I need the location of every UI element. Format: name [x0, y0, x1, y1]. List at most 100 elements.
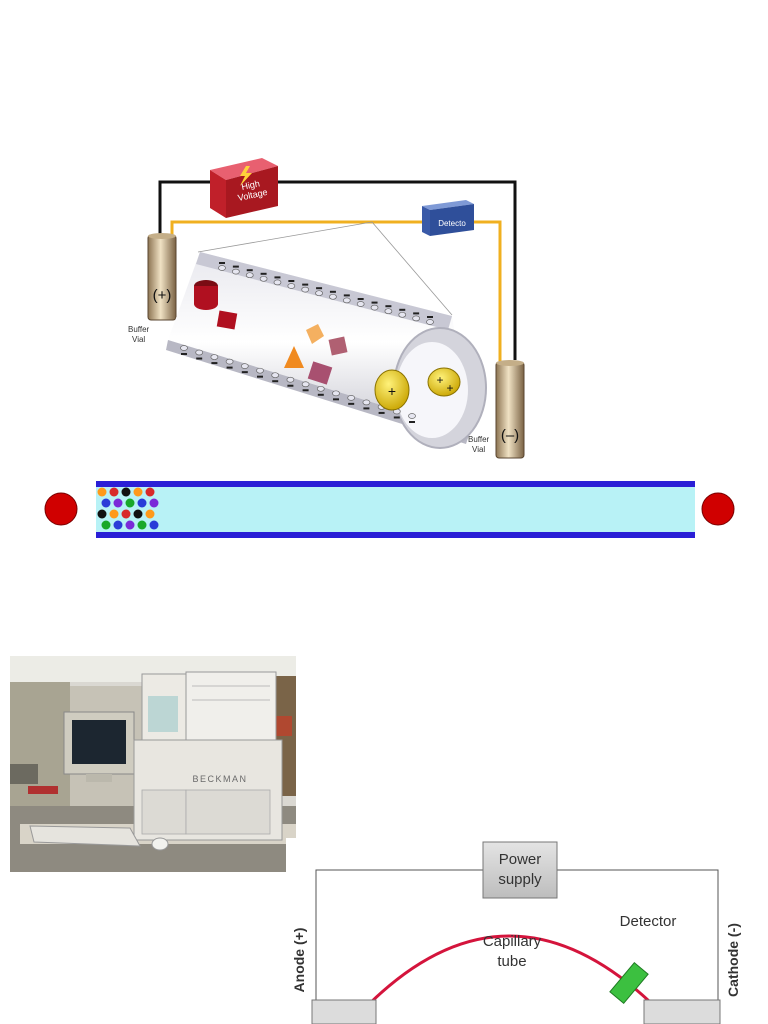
sample-molecule	[149, 520, 159, 530]
sample-molecule	[109, 509, 119, 519]
lightning-icon	[240, 166, 252, 186]
keyboard	[29, 825, 141, 847]
wall-charge	[384, 308, 393, 315]
anode-vial-sign: (+)	[153, 287, 172, 304]
sample-molecule	[97, 509, 107, 519]
sample-molecule	[121, 509, 131, 519]
wall-charge	[240, 363, 249, 369]
svg-text:+: +	[436, 373, 443, 387]
wall-negative-site	[181, 353, 187, 355]
svg-text:+: +	[388, 383, 396, 399]
sample-molecule	[109, 487, 119, 497]
cathode-electrode	[701, 492, 735, 526]
sample-molecule	[137, 498, 147, 508]
wall-charge	[356, 301, 365, 307]
wall-charge	[370, 304, 379, 311]
wall-negative-site	[357, 298, 364, 300]
wall-charge	[286, 376, 295, 383]
wall-charge	[316, 385, 325, 392]
instrument-photo: BECKMAN	[10, 656, 296, 872]
wall-charge	[245, 272, 254, 279]
wall-charge	[301, 286, 310, 293]
wall-charge	[195, 349, 204, 356]
anode-electrode	[44, 492, 78, 526]
wall-negative-site	[317, 393, 324, 396]
wall-charge	[412, 315, 420, 322]
sample-plug	[97, 487, 159, 530]
wall-negative-site	[316, 287, 323, 290]
wall-negative-site	[257, 375, 263, 378]
capillary-strip	[44, 481, 735, 538]
wall-negative-site	[219, 262, 225, 264]
ce-instrument: BECKMAN	[133, 671, 283, 841]
wall-charge	[271, 372, 280, 379]
high-voltage-box: HighVoltage	[210, 158, 278, 218]
wall-negative-site	[427, 316, 433, 318]
wall-negative-site	[413, 312, 420, 315]
detector-label: Detector	[620, 913, 677, 930]
wall-negative-site	[260, 272, 267, 275]
wall-negative-site	[211, 362, 218, 365]
wall-negative-site	[232, 265, 239, 268]
wall-negative-site	[302, 389, 309, 392]
wall-negative-site	[371, 301, 378, 304]
wall-charge	[259, 275, 268, 282]
wall-charge	[342, 297, 351, 304]
anode-label: Anode (+)	[291, 928, 307, 993]
analyte-cube-pink	[328, 336, 348, 356]
detector-box: Detecto	[422, 200, 474, 236]
analyte-ion-double-plus: + +	[427, 367, 461, 397]
anode-vial-box	[311, 999, 377, 1024]
sample-molecule	[121, 487, 131, 497]
wall-charge	[218, 265, 226, 271]
sample-molecule	[133, 487, 143, 497]
analyte-cube-pink-2	[307, 361, 333, 385]
wall-charge	[347, 395, 356, 401]
buffer-vial-left: (+)	[147, 233, 177, 321]
sample-molecule	[145, 487, 155, 497]
wall-charge	[329, 293, 337, 300]
wall-negative-site	[274, 276, 281, 279]
sample-molecule	[125, 520, 135, 530]
analyte-gem-orange	[306, 324, 324, 344]
wall-negative-site	[246, 269, 253, 272]
wall-charge	[287, 283, 296, 289]
wall-charge	[315, 290, 323, 297]
wall-negative-site	[333, 398, 339, 401]
wall-charge	[362, 399, 371, 406]
wall-charge	[256, 367, 264, 374]
sample-molecule	[149, 498, 159, 508]
wall-negative-site	[409, 421, 415, 423]
wall-charge	[273, 279, 282, 286]
mouse	[151, 837, 169, 851]
sample-molecule	[133, 509, 143, 519]
wall-charge	[332, 390, 340, 397]
sample-molecule	[145, 509, 155, 519]
analyte-ion-plus: +	[374, 369, 410, 411]
sample-molecule	[137, 520, 147, 530]
wall-charge	[426, 319, 434, 325]
cathode-vial-sign: (–)	[501, 427, 519, 444]
wall-negative-site	[226, 366, 233, 369]
sample-molecule	[113, 498, 123, 508]
wall-charge	[398, 311, 407, 318]
wall-negative-site	[343, 294, 350, 297]
sample-molecule	[113, 520, 123, 530]
detector-block	[609, 961, 649, 1005]
yellow-wire	[170, 220, 502, 365]
wall-charge	[301, 381, 310, 388]
capillary-cutaway	[166, 252, 487, 449]
wall-negative-site	[196, 357, 203, 360]
wall-negative-site	[363, 407, 370, 410]
analyte-cube-red	[216, 310, 238, 330]
instrument-brand: BECKMAN	[192, 774, 247, 784]
sample-molecule	[101, 520, 111, 530]
analyte-cation-red	[194, 280, 218, 310]
svg-text:+: +	[446, 381, 453, 395]
